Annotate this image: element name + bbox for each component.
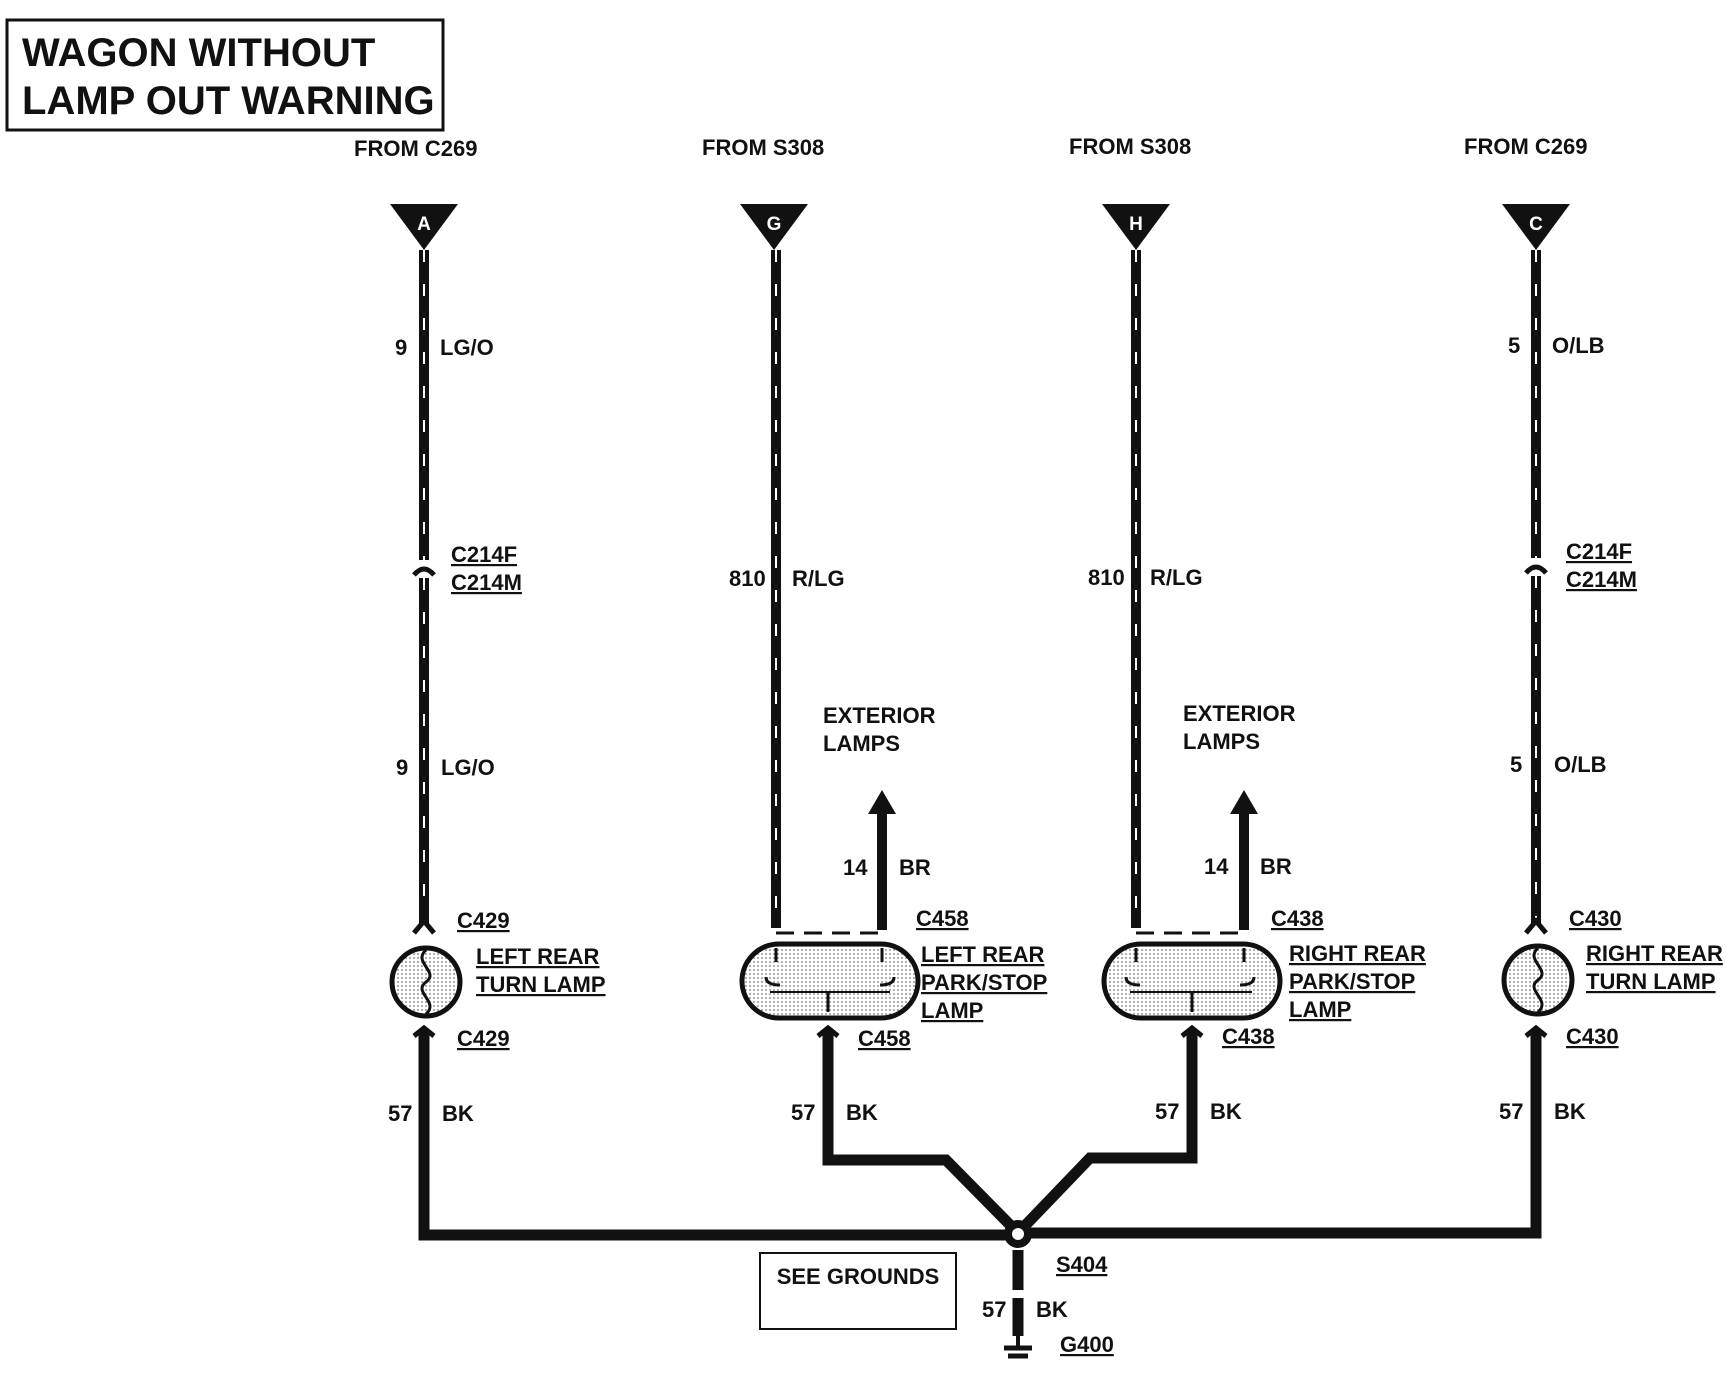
connector-c438-bottom: C438 [1222,1024,1275,1049]
lamp-label-left-rear-turn-1: LEFT REAR [476,944,600,969]
terminal-label-h: H [1129,214,1143,235]
exterior-lamps-right-line-1: EXTERIOR [1183,701,1296,726]
connector-c214m-left: C214M [451,570,522,595]
terminal-g: G [740,204,808,250]
connector-c438-top: C438 [1271,906,1324,931]
exterior-lamps-left-line-1: EXTERIOR [823,703,936,728]
terminal-c: C [1502,204,1570,250]
ground-label: G400 [1060,1332,1114,1357]
br-arrow-right [1136,790,1258,935]
source-label-c: FROM C269 [1464,134,1587,159]
title-box: WAGON WITHOUT LAMP OUT WARNING [5,18,445,132]
see-grounds-box: SEE GROUNDS [759,1252,957,1330]
lamp-label-left-rear-turn-2: TURN LAMP [476,972,606,997]
right-rear-park-stop-lamp [1101,941,1283,1021]
circuit-c-bottom-number: 5 [1510,752,1522,777]
connector-c458-bottom: C458 [858,1026,911,1051]
wire-a [412,250,436,935]
lamp-label-left-rear-park-1: LEFT REAR [921,942,1045,967]
lamp-label-right-rear-turn-2: TURN LAMP [1586,969,1716,994]
circuit-br-left-number: 14 [843,855,868,880]
circuit-h-number: 810 [1088,565,1125,590]
terminal-a: A [390,204,458,250]
circuit-h-color: R/LG [1150,565,1203,590]
wire-c [1524,250,1548,935]
circuit-c-bottom-color: O/LB [1554,752,1607,777]
source-label-a: FROM C269 [354,136,477,161]
lamp-label-left-rear-park-3: LAMP [921,998,983,1023]
connector-c458-top: C458 [916,906,969,931]
circuit-br-right-number: 14 [1204,854,1229,879]
terminal-label-a: A [417,214,431,235]
connector-c429-top: C429 [457,908,510,933]
exterior-lamps-right-line-2: LAMPS [1183,729,1260,754]
source-label-g: FROM S308 [702,135,824,160]
circuit-g-number: 810 [729,566,766,591]
circuit-br-left-color: BR [899,855,931,880]
circuit-ground-4-color: BK [1554,1099,1586,1124]
terminal-h: H [1102,204,1170,250]
right-rear-turn-lamp [1501,943,1575,1017]
circuit-ground-1-color: BK [442,1101,474,1126]
circuit-ground-4-number: 57 [1499,1099,1523,1124]
lamp-label-right-rear-turn-1: RIGHT REAR [1586,941,1723,966]
circuit-a-top-number: 9 [395,335,407,360]
lamp-label-right-rear-park-1: RIGHT REAR [1289,941,1426,966]
left-rear-park-stop-lamp [739,941,921,1021]
lamp-label-right-rear-park-2: PARK/STOP [1289,969,1415,994]
connector-c430-top: C430 [1569,906,1622,931]
source-label-h: FROM S308 [1069,134,1191,159]
connector-c214f-right: C214F [1566,539,1632,564]
lamp-label-right-rear-park-3: LAMP [1289,997,1351,1022]
circuit-a-top-color: LG/O [440,335,494,360]
ground-wiring [412,1024,1548,1359]
connector-c430-bottom: C430 [1566,1024,1619,1049]
lamp-label-left-rear-park-2: PARK/STOP [921,970,1047,995]
circuit-ground-3-color: BK [1210,1099,1242,1124]
circuit-ground-2-color: BK [846,1100,878,1125]
circuit-ground-3-number: 57 [1155,1099,1179,1124]
terminal-label-c: C [1529,214,1543,235]
circuit-ground-1-number: 57 [388,1101,412,1126]
circuit-c-top-color: O/LB [1552,333,1605,358]
circuit-br-right-color: BR [1260,854,1292,879]
circuit-g-color: R/LG [792,566,845,591]
connector-c429-bottom: C429 [457,1026,510,1051]
circuit-ground-main-color: BK [1036,1297,1068,1322]
title-line-1: WAGON WITHOUT [22,31,375,75]
circuit-a-bottom-number: 9 [396,755,408,780]
circuit-ground-2-number: 57 [791,1100,815,1125]
circuit-c-top-number: 5 [1508,333,1520,358]
splice-label: S404 [1056,1252,1108,1277]
circuit-ground-main-number: 57 [982,1297,1006,1322]
see-grounds-label: SEE GROUNDS [777,1264,940,1289]
connector-c214f-left: C214F [451,542,517,567]
connector-c214m-right: C214M [1566,567,1637,592]
terminal-label-g: G [767,214,782,235]
left-rear-turn-lamp [389,945,463,1019]
circuit-a-bottom-color: LG/O [441,755,495,780]
br-arrow-left [776,790,896,935]
title-line-2: LAMP OUT WARNING [22,79,435,123]
exterior-lamps-left-line-2: LAMPS [823,731,900,756]
